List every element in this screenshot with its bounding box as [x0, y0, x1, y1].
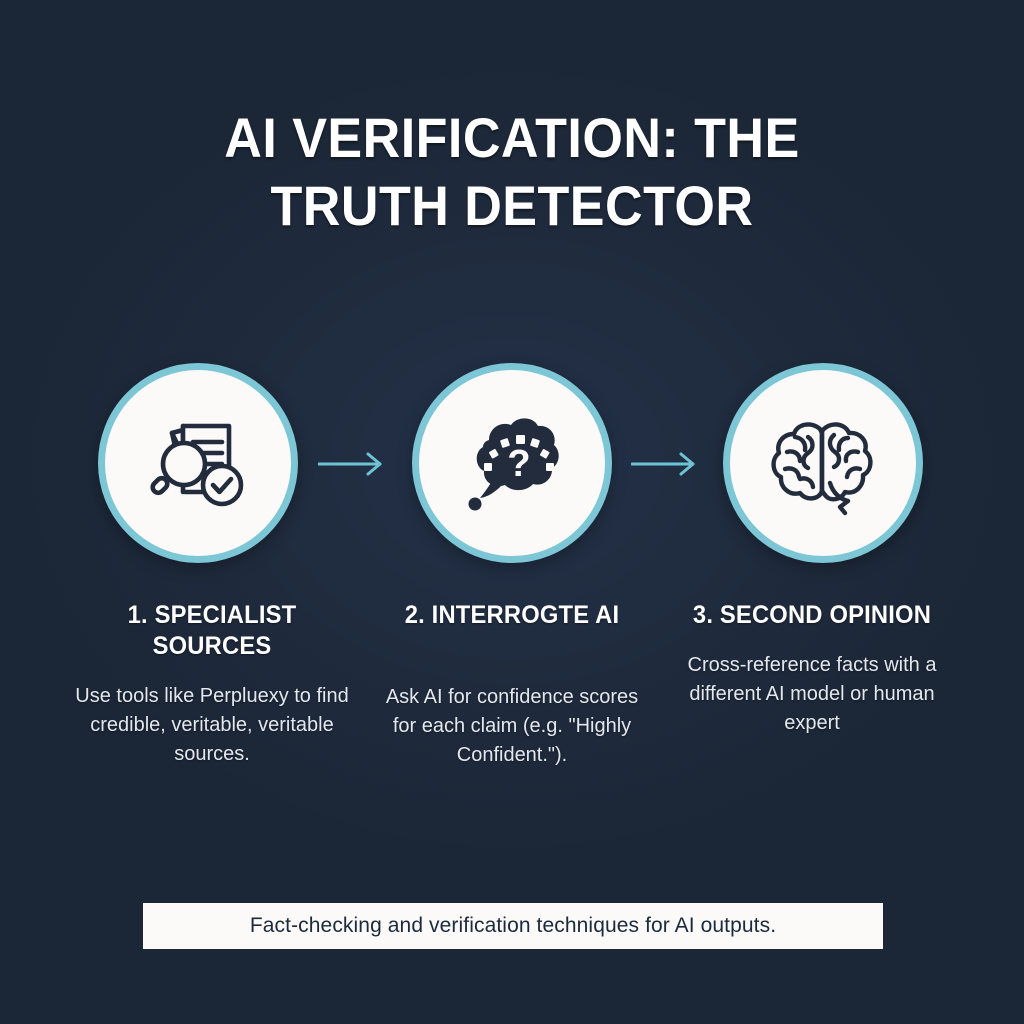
step-1-column: 1. SPECIALIST SOURCES Use tools like Per… [72, 600, 352, 770]
arrow-right-icon [630, 451, 703, 477]
svg-text:?: ? [507, 443, 530, 485]
step-2-icon-circle: ? [412, 363, 612, 563]
step-3-heading: 3. SECOND OPINION [692, 601, 932, 629]
brain-icon [762, 407, 884, 519]
step-3-column: 3. SECOND OPINION Cross-reference facts … [672, 600, 952, 770]
step-1-body: Use tools like Perpluexy to find credibl… [75, 685, 349, 765]
thought-bubble-question-icon: ? [453, 404, 571, 522]
step-3-body: Cross-reference facts with a different A… [687, 654, 937, 734]
footer-caption-text: Fact-checking and verification technique… [249, 914, 777, 937]
step-1-icon-circle [98, 363, 298, 563]
step-text-columns: 1. SPECIALIST SOURCES Use tools like Per… [0, 600, 1024, 770]
page-title: AI VERIFICATION: THE TRUTH DETECTOR [0, 104, 1024, 240]
step-2-column: 2. INTERROGTE AI Ask AI for confidence s… [372, 600, 652, 770]
document-magnifier-check-icon [139, 404, 257, 522]
step-2-heading: 2. INTERROGTE AI [404, 601, 620, 629]
step-1-heading: 1. SPECIALIST SOURCES [127, 601, 297, 660]
title-line-2: TRUTH DETECTOR [270, 174, 754, 237]
step-3-icon-circle [723, 363, 923, 563]
footer-caption-banner: Fact-checking and verification technique… [143, 903, 883, 949]
arrow-right-icon [317, 451, 390, 477]
title-line-1: AI VERIFICATION: THE [224, 106, 800, 169]
step-icon-row: ? [0, 363, 1024, 563]
step-2-body: Ask AI for confidence scores for each cl… [385, 686, 639, 766]
